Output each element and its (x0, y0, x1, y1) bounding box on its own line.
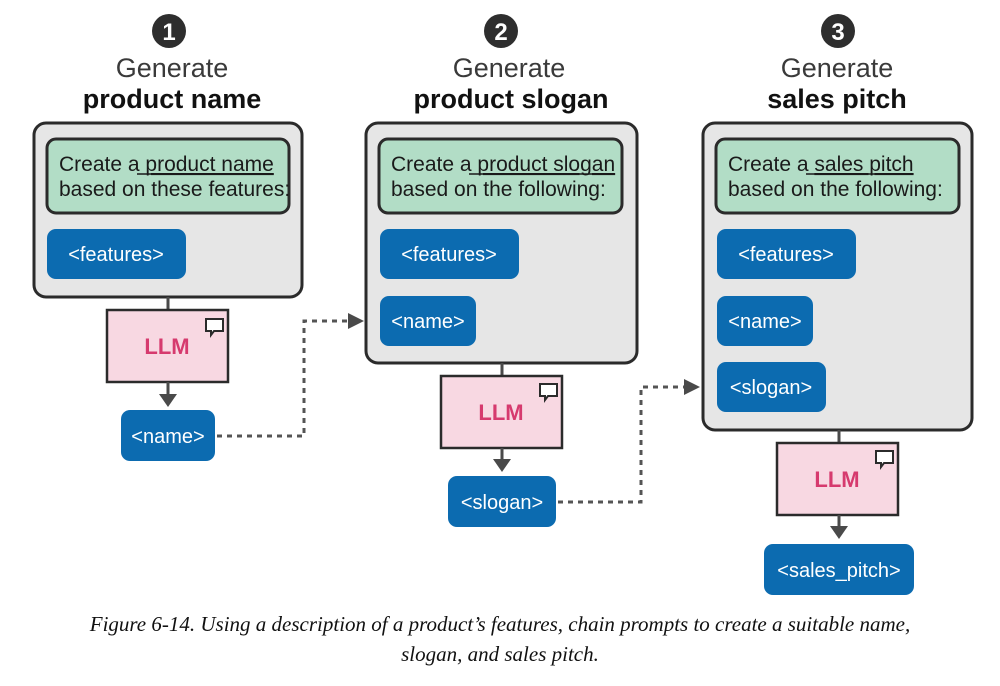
figure-caption-line1: Figure 6-14. Using a description of a pr… (89, 612, 910, 636)
step-1-chat-bubble-icon (205, 318, 224, 338)
step-2-output-slogan-label: <slogan> (461, 492, 543, 514)
step-3-input-features-chip (717, 229, 856, 279)
connector-1-arrowhead-icon (348, 313, 364, 329)
step-2-instruction-line2: based on the following: (391, 178, 606, 201)
step-3-instruction-keyword: sales pitch (814, 153, 913, 176)
step-2-title-line2: product slogan (414, 84, 609, 114)
step-2-output-slogan-chip (448, 476, 556, 527)
step-2-input-features-label: <features> (401, 244, 497, 266)
step-1-output-name-label: <name> (131, 426, 204, 448)
step-3-instruction-box (714, 137, 961, 215)
step-1-title-line1: Generate (116, 53, 229, 83)
figure-caption-line2: slogan, and sales pitch. (401, 642, 599, 666)
step-2-input-name-chip (380, 296, 476, 346)
step-3-input-features-label: <features> (738, 244, 834, 266)
step-3-chat-bubble-icon (875, 450, 894, 470)
step-2-down-arrow-icon (493, 459, 511, 472)
step-3-llm-label: LLM (814, 467, 859, 492)
step-3-input-slogan-label: <slogan> (730, 377, 812, 399)
step-2-llm-label: LLM (478, 400, 523, 425)
step-1-llm-label: LLM (144, 334, 189, 359)
connector-2-arrowhead-icon (684, 379, 700, 395)
step-1-number: 1 (162, 19, 175, 46)
step-1-input-features-label: <features> (68, 244, 164, 266)
step-3-down-arrow-icon (830, 526, 848, 539)
step-1-input-features-chip (47, 229, 186, 279)
step-3-title-line1: Generate (781, 53, 894, 83)
step-3-output-sales-pitch-chip (764, 544, 914, 595)
step-3-instruction-line1: Create a sales pitch (728, 153, 914, 176)
step-3-output-sales-pitch-label: <sales_pitch> (777, 560, 900, 582)
step-3-number: 3 (831, 19, 844, 46)
step-1-down-arrow-icon (159, 394, 177, 407)
step-1-output-name-chip (121, 410, 215, 461)
step-2-input-name-label: <name> (391, 311, 464, 333)
step-1-instruction-line2: based on these features: (59, 178, 290, 201)
step-3: 3 Generate sales pitch Create a sales pi… (701, 14, 974, 595)
step-1-instruction-box (45, 137, 291, 215)
connector-name-to-step-2 (217, 319, 350, 438)
step-2-chat-bubble-icon (539, 383, 558, 403)
step-1-instruction-line1: Create a product name (59, 153, 274, 176)
connector-slogan-to-step-3 (558, 385, 686, 504)
step-3-title-line2: sales pitch (767, 84, 907, 114)
step-2-instruction-line1: Create a product slogan (391, 153, 615, 176)
step-1-number-badge-icon (152, 14, 186, 48)
step-3-number-badge-icon (821, 14, 855, 48)
step-2-instruction-keyword: product slogan (477, 153, 615, 176)
step-2-number: 2 (494, 19, 507, 46)
step-3-instruction-line2: based on the following: (728, 178, 943, 201)
step-1: 1 Generate product name Create a product… (32, 14, 304, 461)
step-3-input-slogan-chip (717, 362, 826, 412)
step-1-instruction-keyword: product name (145, 153, 273, 176)
step-1-title-line2: product name (83, 84, 262, 114)
step-3-input-name-label: <name> (728, 311, 801, 333)
step-2-instruction-box (377, 137, 624, 215)
step-2-number-badge-icon (484, 14, 518, 48)
step-2-input-features-chip (380, 229, 519, 279)
step-2-title-line1: Generate (453, 53, 566, 83)
step-2: 2 Generate product slogan Create a produ… (364, 14, 639, 527)
step-3-input-name-chip (717, 296, 813, 346)
